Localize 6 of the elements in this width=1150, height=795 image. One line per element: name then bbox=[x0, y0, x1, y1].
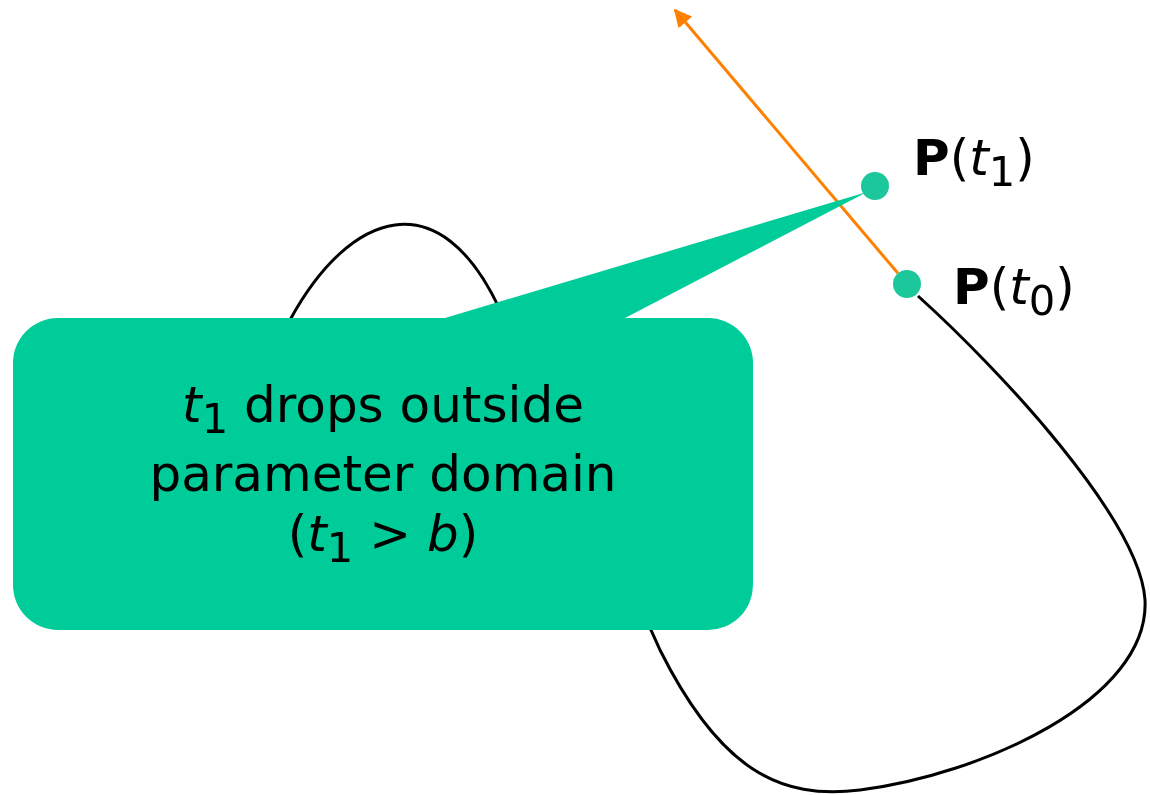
tangent-arrow bbox=[673, 8, 900, 275]
point-label: P(t$_{1}$) bbox=[913, 133, 1035, 193]
point-dot bbox=[861, 172, 889, 200]
point-label: P(t$_{0}$) bbox=[953, 262, 1075, 322]
callout-text: t$_{1}$ drops outside parameter domain (t$_{1}$ > b) bbox=[148, 375, 618, 573]
point-dot bbox=[893, 270, 921, 298]
